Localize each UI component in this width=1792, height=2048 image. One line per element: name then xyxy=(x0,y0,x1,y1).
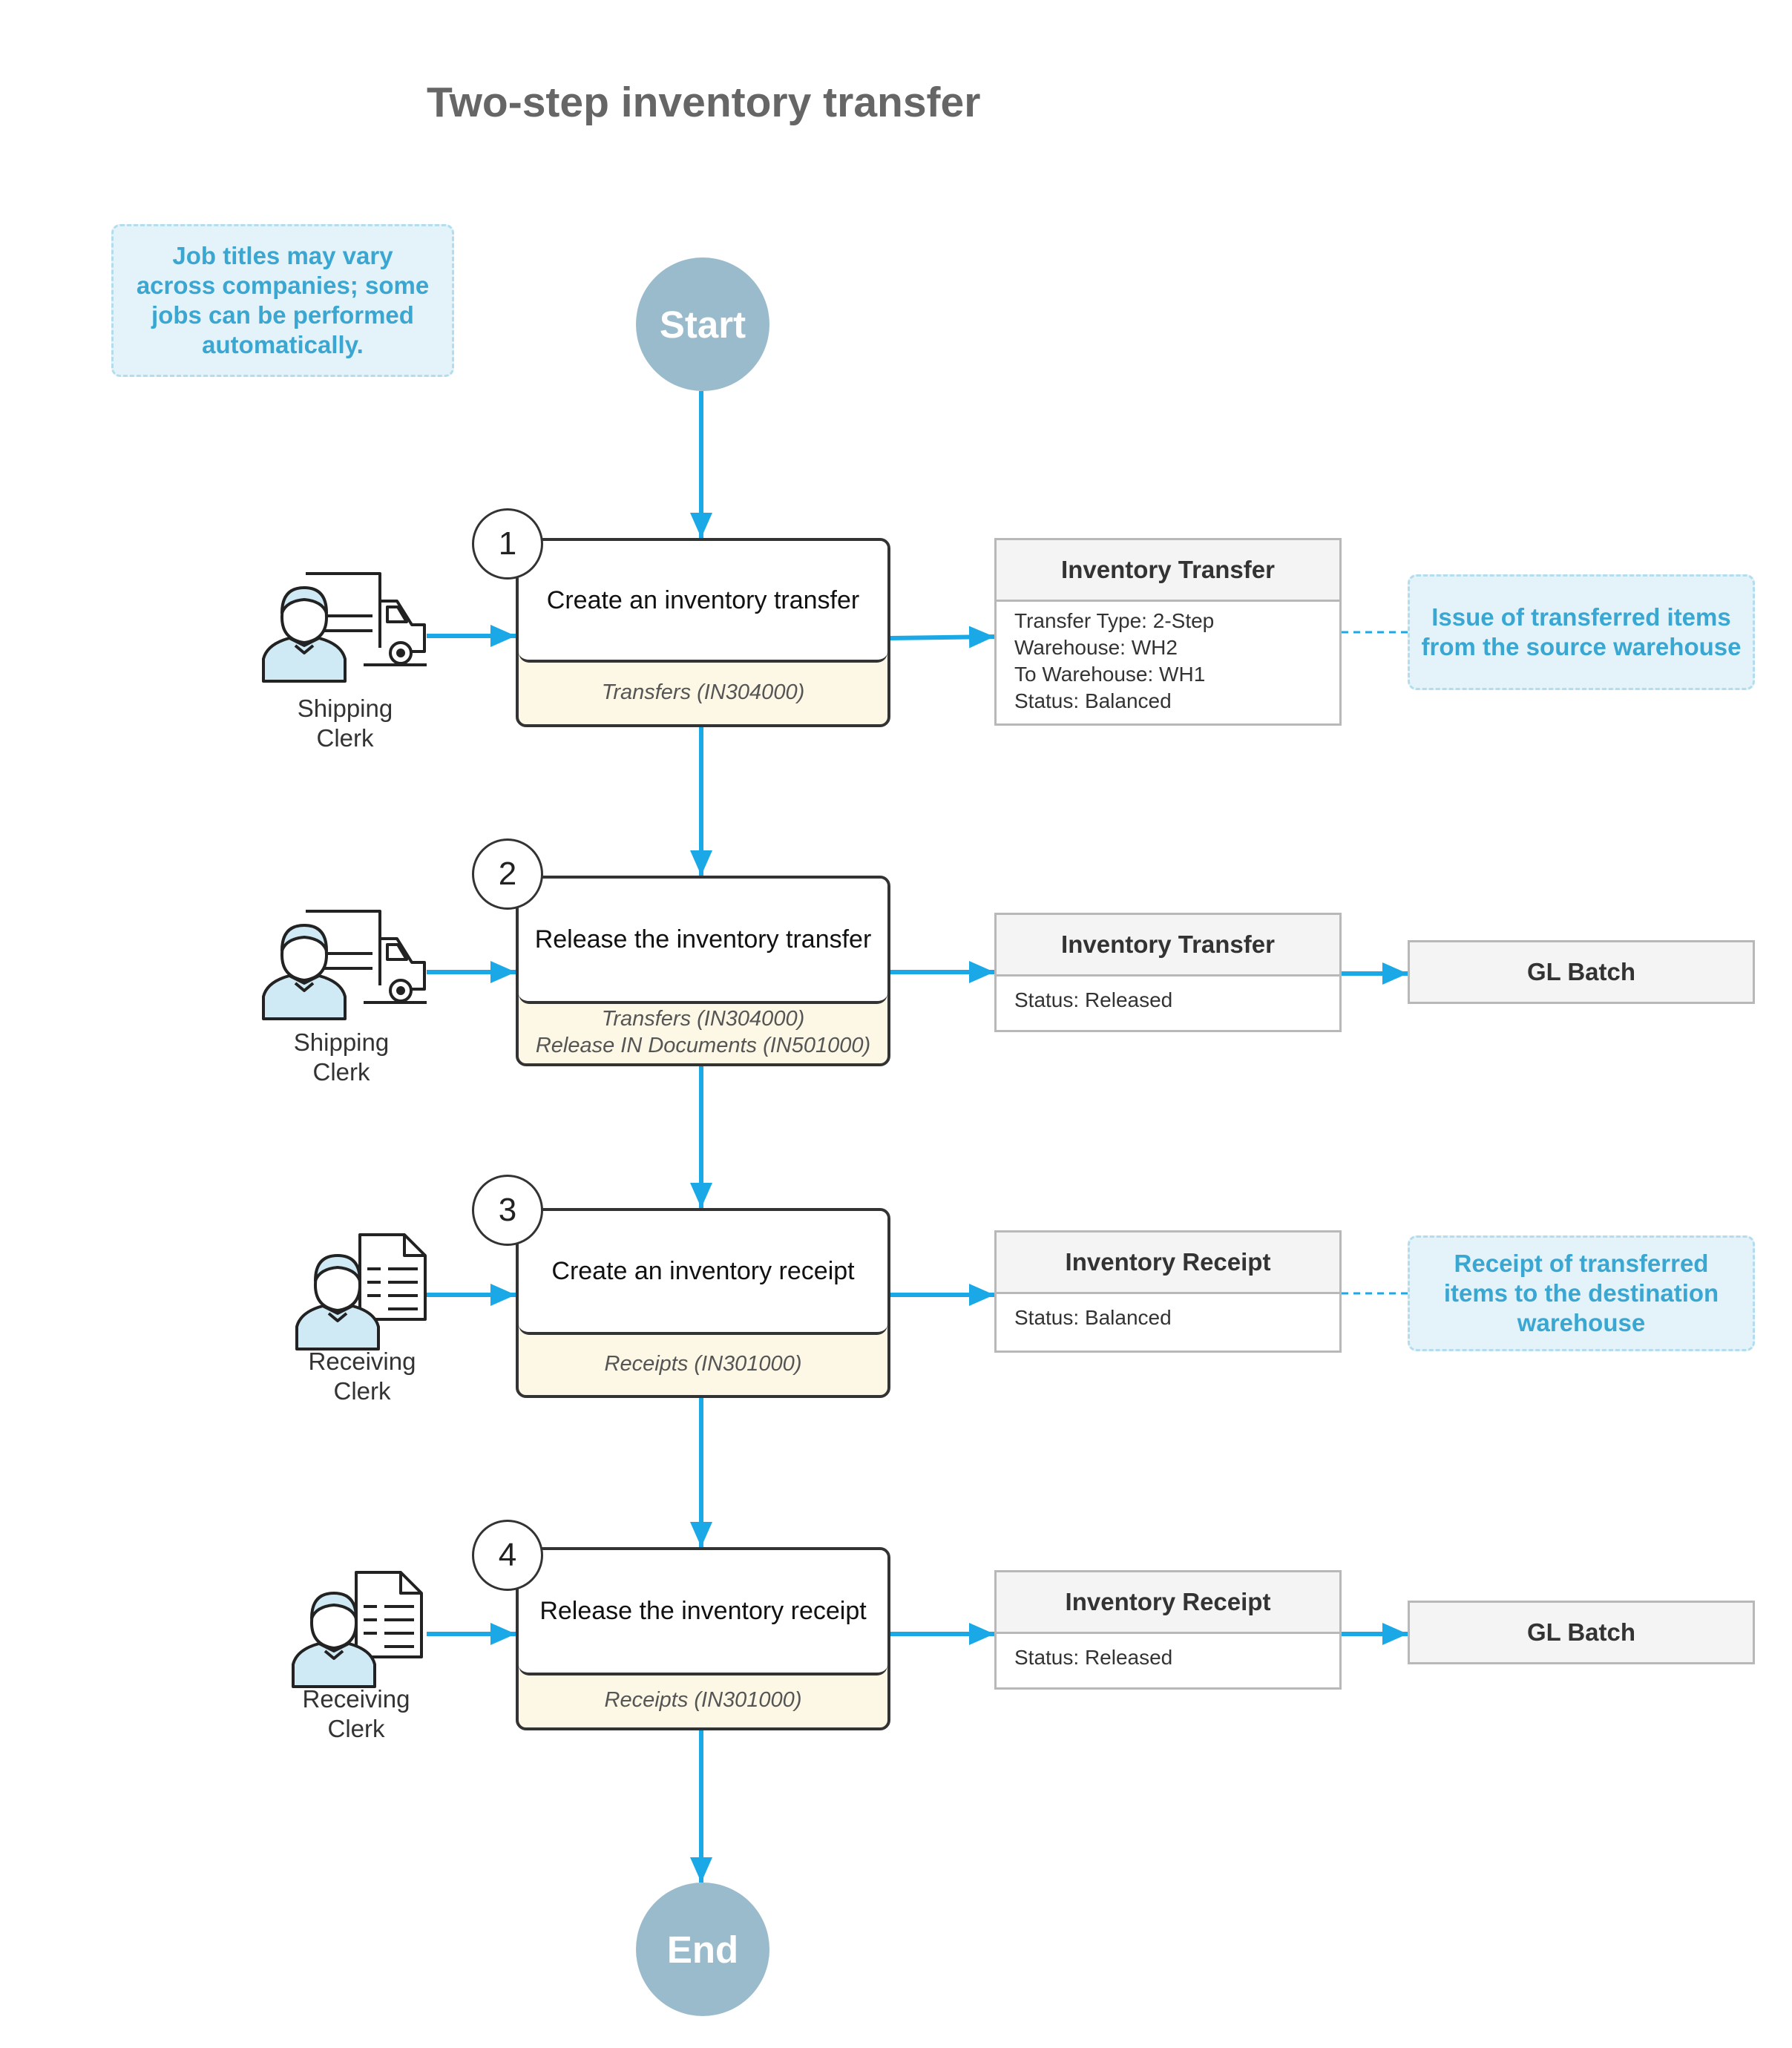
step-3-box: Create an inventory receipt Receipts (IN… xyxy=(516,1208,890,1398)
document-field: Status: Released xyxy=(1014,1646,1173,1669)
document-inventory-receipt-released: Inventory Receipt Status: Released xyxy=(994,1570,1342,1690)
document-inventory-transfer-balanced: Inventory Transfer Transfer Type: 2-Step… xyxy=(994,538,1342,726)
document-title: Inventory Receipt xyxy=(997,1572,1339,1634)
step-1-number: 1 xyxy=(472,508,543,580)
document-title: Inventory Transfer xyxy=(997,915,1339,977)
step-3-number: 3 xyxy=(472,1175,543,1246)
step-3-label: Create an inventory receipt xyxy=(519,1211,887,1335)
gl-batch-receipt: GL Batch xyxy=(1408,1601,1755,1664)
document-field: Transfer Type: 2-Step xyxy=(1014,609,1215,632)
role-line: Receiving xyxy=(308,1348,416,1375)
document-field: Status: Balanced xyxy=(1014,1306,1172,1329)
document-field: Warehouse: WH2 xyxy=(1014,636,1178,659)
step-1-label: Create an inventory transfer xyxy=(519,541,887,663)
gl-batch-transfer: GL Batch xyxy=(1408,940,1755,1004)
step-4-box: Release the inventory receipt Receipts (… xyxy=(516,1547,890,1730)
step-1-screen: Transfers (IN304000) xyxy=(601,680,805,704)
document-inventory-receipt-balanced: Inventory Receipt Status: Balanced xyxy=(994,1230,1342,1353)
shipping-clerk-icon xyxy=(262,572,427,683)
step-1-role: Shipping Clerk xyxy=(263,694,427,753)
step-2-screens: Transfers (IN304000) Release IN Document… xyxy=(519,1001,887,1063)
role-line: Shipping xyxy=(297,695,393,722)
step-1-box: Create an inventory transfer Transfers (… xyxy=(516,538,890,727)
step-4-label: Release the inventory receipt xyxy=(519,1550,887,1676)
arrows xyxy=(427,391,1408,1883)
document-field: To Warehouse: WH1 xyxy=(1014,663,1206,686)
step-4-number: 4 xyxy=(472,1520,543,1591)
job-titles-note: Job titles may vary across companies; so… xyxy=(111,224,454,377)
step-1-screens: Transfers (IN304000) xyxy=(519,660,887,724)
step-2-role: Shipping Clerk xyxy=(260,1028,423,1087)
step-2-screen: Release IN Documents (IN501000) xyxy=(535,1034,871,1057)
role-line: Clerk xyxy=(316,724,374,752)
receiving-clerk-icon xyxy=(295,1233,427,1350)
step-3-screen: Receipts (IN301000) xyxy=(604,1351,802,1376)
role-line: Receiving xyxy=(302,1685,410,1713)
page-title: Two-step inventory transfer xyxy=(427,79,981,126)
document-inventory-transfer-released: Inventory Transfer Status: Released xyxy=(994,913,1342,1032)
step-3-role: Receiving Clerk xyxy=(280,1347,444,1406)
receipt-note: Receipt of transferred items to the dest… xyxy=(1408,1235,1755,1351)
step-4-screens: Receipts (IN301000) xyxy=(519,1673,887,1727)
receiving-clerk-icon xyxy=(292,1571,423,1688)
document-title: Inventory Transfer xyxy=(997,540,1339,602)
step-2-screen: Transfers (IN304000) xyxy=(601,1007,805,1031)
role-line: Shipping xyxy=(293,1028,390,1056)
role-line: Clerk xyxy=(333,1377,391,1405)
step-2-number: 2 xyxy=(472,838,543,910)
document-field: Status: Balanced xyxy=(1014,689,1172,712)
document-field: Status: Released xyxy=(1014,988,1173,1011)
document-title: Inventory Receipt xyxy=(997,1233,1339,1294)
start-node: Start xyxy=(636,257,769,391)
step-2-box: Release the inventory transfer Transfers… xyxy=(516,876,890,1066)
step-4-screen: Receipts (IN301000) xyxy=(604,1688,802,1712)
role-line: Clerk xyxy=(327,1715,385,1742)
shipping-clerk-icon xyxy=(262,910,427,1020)
step-2-label: Release the inventory transfer xyxy=(519,879,887,1004)
role-line: Clerk xyxy=(312,1058,370,1086)
issue-note: Issue of transferred items from the sour… xyxy=(1408,574,1755,690)
step-3-screens: Receipts (IN301000) xyxy=(519,1332,887,1395)
step-4-role: Receiving Clerk xyxy=(275,1684,438,1744)
arrow-step-1-to-document xyxy=(890,626,995,649)
end-node: End xyxy=(636,1883,769,2016)
